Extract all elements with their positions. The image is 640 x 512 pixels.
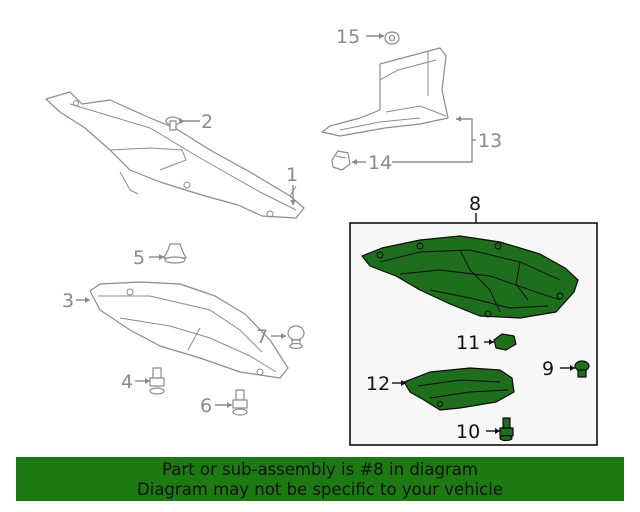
callout-15: 15 [336, 26, 360, 48]
callout-14: 14 [368, 152, 392, 174]
callout-2: 2 [201, 111, 213, 133]
part-15-clip [384, 31, 400, 45]
part-5-clip [163, 243, 187, 264]
part-11-clip [493, 333, 517, 351]
info-banner: Part or sub-assembly is #8 in diagram Di… [16, 457, 624, 501]
callout-9: 9 [542, 358, 554, 380]
parts-diagram: 1 2 15 13 14 5 [45, 26, 598, 446]
callout-5: 5 [133, 247, 145, 269]
part-6-bolt [232, 389, 248, 416]
part-8-engine-under-cover [361, 235, 579, 319]
callout-1: 1 [286, 164, 298, 186]
part-13-side-shield [321, 47, 449, 137]
part-3-lower-shield [89, 281, 289, 379]
banner-line-1: Part or sub-assembly is #8 in diagram [162, 460, 478, 479]
callout-13: 13 [478, 130, 502, 152]
part-14-nut [331, 150, 351, 171]
part-1-shield [45, 91, 305, 219]
callout-10: 10 [456, 421, 480, 443]
callout-3: 3 [62, 290, 74, 312]
leader-arrowheads [85, 33, 575, 434]
banner-line-2: Diagram may not be specific to your vehi… [137, 480, 503, 499]
part-2-clip [165, 116, 181, 131]
part-9-bolt [574, 360, 590, 378]
callout-6: 6 [200, 395, 212, 417]
callout-11: 11 [456, 332, 480, 354]
part-12-side-cover [403, 367, 515, 411]
part-10-bolt [499, 417, 514, 442]
callout-12: 12 [366, 373, 390, 395]
callout-7: 7 [256, 326, 268, 348]
callout-4: 4 [121, 371, 133, 393]
part-4-bolt [149, 367, 165, 395]
part-7-clip [287, 325, 305, 350]
callout-8: 8 [469, 193, 481, 215]
